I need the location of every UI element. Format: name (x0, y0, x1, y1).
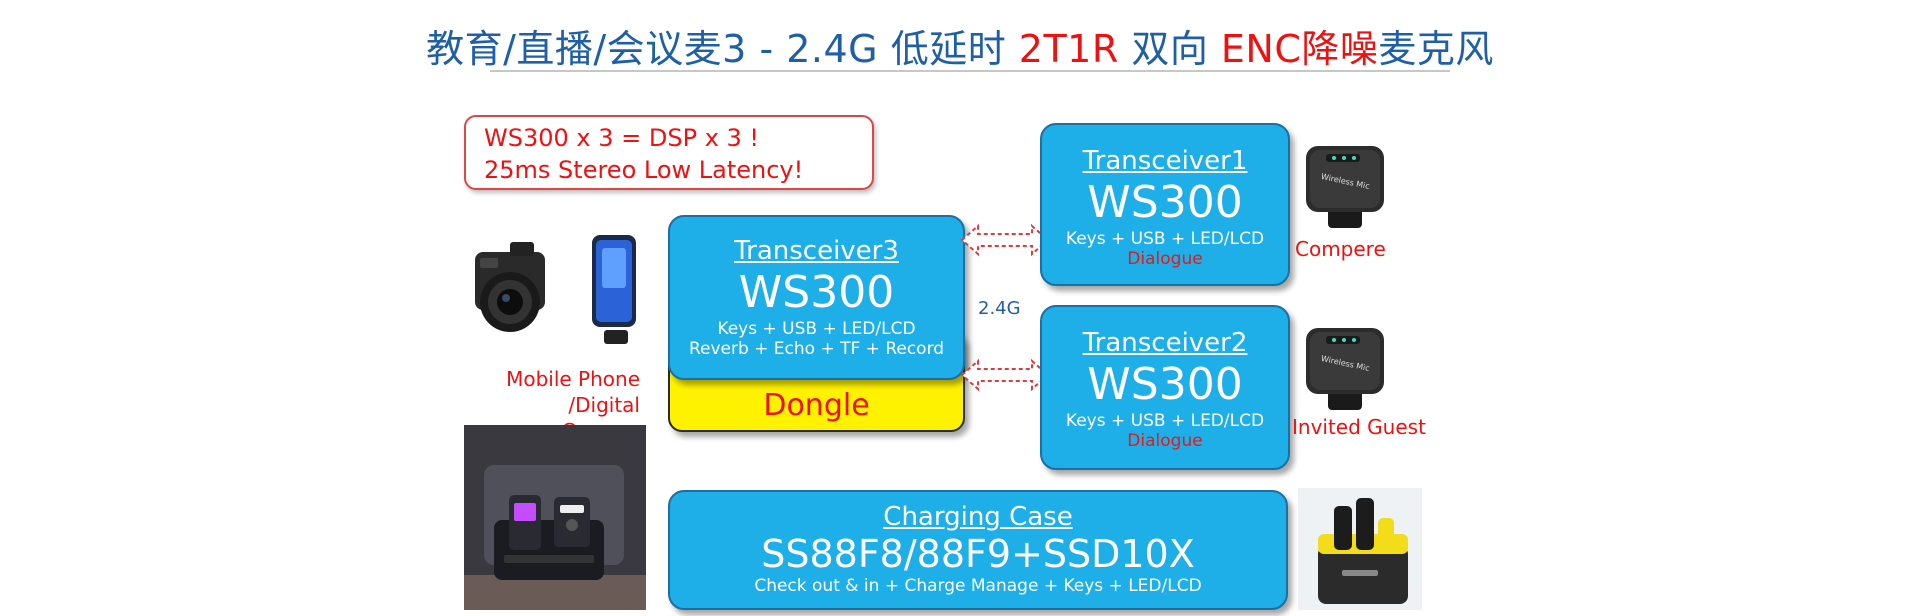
transceiver1-box: Transceiver1 WS300 Keys + USB + LED/LCD … (1040, 123, 1290, 286)
compere-caption: Compere (1295, 237, 1386, 261)
transceiver2-model: WS300 (1087, 359, 1243, 410)
charging-case-model: SS88F8/88F9+SSD10X (761, 532, 1195, 576)
link-arrow-bottom (960, 358, 1050, 392)
transceiver1-features: Keys + USB + LED/LCD (1065, 229, 1265, 249)
charging-case-name: Charging Case (883, 502, 1073, 532)
title-part-4: ENC降噪 (1220, 27, 1379, 71)
transceiver1-role: Dialogue (1127, 249, 1203, 269)
charging-case-photo-left (464, 425, 646, 610)
transceiver3-box: Transceiver3 WS300 Keys + USB + LED/LCD … (668, 215, 965, 380)
callout-line-2: 25ms Stereo Low Latency! (484, 156, 804, 184)
charging-case-photo-right (1298, 488, 1422, 610)
band-label: 2.4G (978, 298, 1021, 319)
latency-callout: WS300 x 3 = DSP x 3 ! 25ms Stereo Low La… (464, 115, 874, 190)
transceiver1-name: Transceiver1 (1082, 146, 1248, 176)
camera-icon (475, 242, 545, 332)
link-arrow-top (960, 223, 1050, 257)
mic-device-image-top: Wireless Mic (1306, 146, 1384, 228)
transceiver2-features: Keys + USB + LED/LCD (1065, 411, 1265, 431)
transceiver1-model: WS300 (1087, 177, 1243, 228)
transceiver3-features-1: Keys + USB + LED/LCD (717, 319, 916, 339)
transceiver2-name: Transceiver2 (1082, 328, 1248, 358)
transceiver2-role: Dialogue (1127, 431, 1203, 451)
title-divider (490, 70, 1450, 72)
charging-case-features: Check out & in + Charge Manage + Keys + … (754, 576, 1202, 596)
camera-phone-image (475, 235, 636, 344)
transceiver3-features-2: Reverb + Echo + TF + Record (688, 339, 945, 359)
transceiver3-model: WS300 (738, 267, 895, 318)
devices-caption: Mobile Phone /Digital Camera (490, 366, 640, 444)
dongle-label: Dongle (763, 388, 870, 423)
mic-device-image-bottom: Wireless Mic (1306, 328, 1384, 410)
title-part-5: 麦克风 (1378, 27, 1494, 71)
devices-caption-line-1: Mobile Phone (506, 367, 640, 391)
invited-guest-caption: Invited Guest (1292, 415, 1426, 439)
charging-case-box: Charging Case SS88F8/88F9+SSD10X Check o… (668, 490, 1288, 610)
transceiver2-box: Transceiver2 WS300 Keys + USB + LED/LCD … (1040, 305, 1290, 470)
callout-line-1: WS300 x 3 = DSP x 3 ! (484, 124, 760, 152)
title-part-3: 双向 (1118, 27, 1221, 71)
title-part-1: 教育/直播/会议麦3 - 2.4G 低延时 (426, 27, 1019, 71)
transceiver3-name: Transceiver3 (734, 236, 899, 266)
page-title: 教育/直播/会议麦3 - 2.4G 低延时 2T1R 双向 ENC降噪麦克风 (0, 18, 1920, 73)
phone-icon (592, 235, 636, 344)
title-part-2: 2T1R (1018, 27, 1119, 71)
